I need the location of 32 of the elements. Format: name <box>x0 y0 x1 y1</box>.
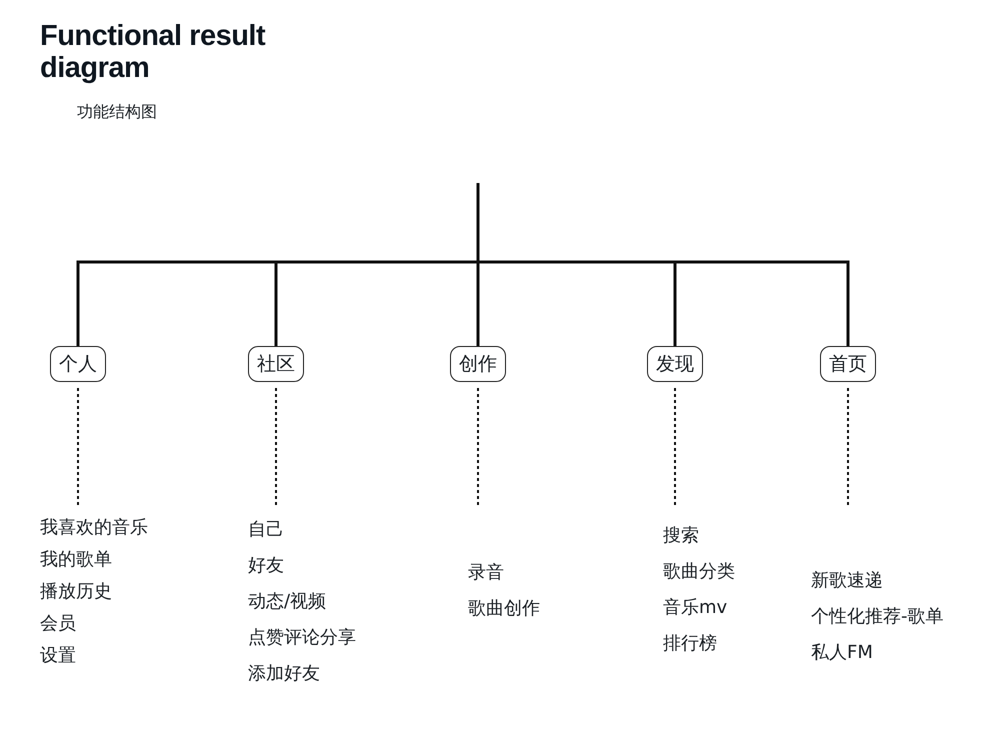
feature-label: 点赞评论分享 <box>248 626 356 650</box>
feature-label: 新歌速递 <box>811 569 884 593</box>
title: Functional result diagram <box>40 20 266 84</box>
feature-label: 私人FM <box>811 641 874 665</box>
feature-label: 设置 <box>40 644 77 668</box>
feature-label: 添加好友 <box>248 662 321 686</box>
category-box: 创作 <box>450 346 506 382</box>
category-box: 社区 <box>248 346 304 382</box>
feature-label: 播放历史 <box>40 580 113 604</box>
category-box: 发现 <box>647 346 703 382</box>
dotted-connector <box>77 388 79 508</box>
feature-label: 歌曲分类 <box>663 560 735 584</box>
feature-label: 好友 <box>248 554 285 578</box>
feature-label: 我喜欢的音乐 <box>40 516 148 540</box>
dotted-connector <box>674 388 676 508</box>
subtitle: 功能结构图 <box>77 101 157 123</box>
dotted-connector <box>847 388 849 508</box>
feature-label: 个性化推荐-歌单 <box>811 605 944 629</box>
feature-label: 录音 <box>468 561 505 585</box>
category-box: 个人 <box>50 346 106 382</box>
dotted-connector <box>275 388 277 508</box>
feature-label: 我的歌单 <box>40 548 113 572</box>
feature-label: 会员 <box>40 612 77 636</box>
dotted-connector <box>477 388 479 508</box>
feature-label: 歌曲创作 <box>468 597 540 621</box>
feature-label: 动态/视频 <box>248 590 328 614</box>
category-box: 首页 <box>820 346 876 382</box>
feature-label: 搜索 <box>663 524 700 548</box>
connector-line <box>476 183 850 346</box>
feature-label: 自己 <box>248 518 285 542</box>
feature-label: 排行榜 <box>663 632 718 656</box>
feature-label: 音乐mv <box>663 596 728 620</box>
